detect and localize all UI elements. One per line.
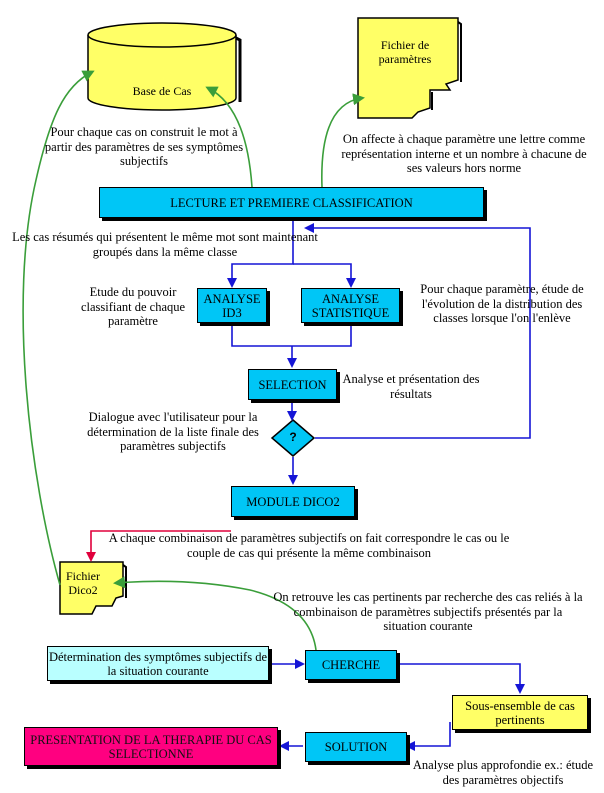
label-retrouve-cas: On retrouve les cas pertinents par reche…	[273, 590, 583, 633]
label-analyse-resultats: Analyse et présentation des résultats	[342, 372, 480, 401]
solution-box: SOLUTION	[305, 732, 407, 762]
sous-ensemble-box: Sous-ensemble de cas pertinents	[452, 695, 588, 730]
decision-label: ?	[289, 430, 297, 444]
label-construit-mot: Pour chaque cas on construit le mot à pa…	[44, 125, 244, 168]
label-combinaison: A chaque combinaison de paramètres subje…	[108, 531, 510, 560]
label-evolution-distribution: Pour chaque paramètre, étude de l'évolut…	[420, 282, 584, 325]
module-dico2-box: MODULE DICO2	[231, 486, 355, 517]
presentation-therapie-box: PRESENTATION DE LA THERAPIE DU CAS SELEC…	[24, 727, 278, 766]
fichier-parametres-label: Fichier de paramètres	[378, 38, 432, 66]
base-de-cas-label: Base de Cas	[132, 84, 192, 98]
determination-symptomes-box: Détermination des symptômes subjectifs d…	[47, 646, 269, 681]
lecture-classification-box: LECTURE ET PREMIERE CLASSIFICATION	[99, 187, 484, 218]
analyse-statistique-box: ANALYSE STATISTIQUE	[301, 288, 400, 323]
label-etude-pouvoir: Etude du pouvoir classifiant de chaque p…	[80, 285, 186, 328]
label-dialogue-utilisateur: Dialogue avec l'utilisateur pour la déte…	[87, 410, 259, 453]
label-analyse-approfondie: Analyse plus approfondie ex.: étude des …	[412, 758, 594, 787]
fichier-parametres-shape	[357, 17, 462, 119]
label-cas-resumes: Les cas résumés qui présentent le même m…	[12, 230, 318, 259]
selection-box: SELECTION	[248, 369, 337, 400]
cherche-box: CHERCHE	[305, 650, 397, 680]
analyse-id3-box: ANALYSE ID3	[197, 288, 267, 323]
fichier-dico2-label: Fichier Dico2	[66, 569, 100, 597]
label-affecte-lettre: On affecte à chaque paramètre une lettre…	[341, 132, 587, 175]
